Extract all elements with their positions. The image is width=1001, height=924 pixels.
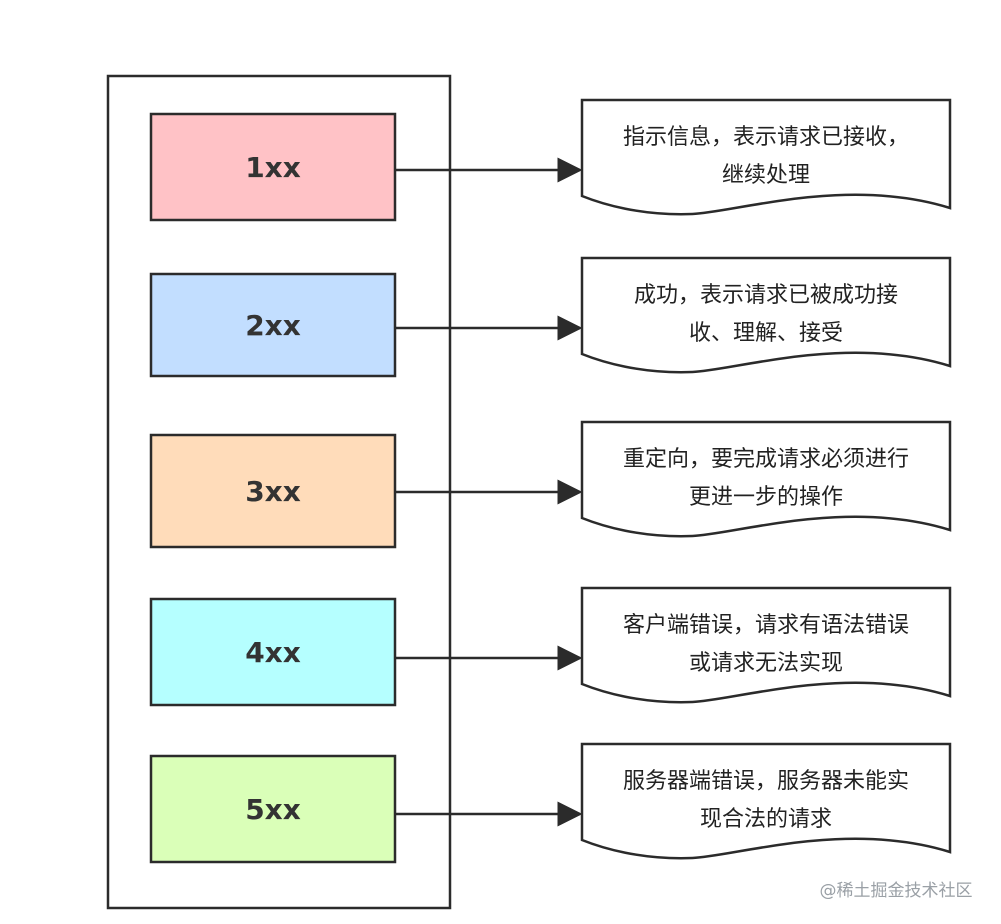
description-line: 客户端错误，请求有语法错误 [623,613,909,638]
description-line: 指示信息，表示请求已接收， [623,125,909,150]
description-line: 或请求无法实现 [689,651,843,676]
status-box-5xx [149,754,397,864]
status-row: 1xx 指示信息，表示请求已接收， 继续处理 [149,98,952,222]
description-line: 成功，表示请求已被成功接 [634,283,898,308]
status-label: 2xx [245,309,301,342]
status-box-4xx [149,597,397,707]
description-note [580,586,952,704]
description-line: 继续处理 [722,163,810,188]
status-box-3xx [149,433,397,549]
description-line: 重定向，要完成请求必须进行 [623,447,909,472]
status-label: 5xx [245,793,301,826]
description-note [580,256,952,374]
watermark: @稀土掘金技术社区 [820,881,973,901]
status-box-2xx [149,272,397,378]
description-line: 服务器端错误，服务器未能实 [623,769,909,794]
status-label: 4xx [245,636,301,669]
status-label: 1xx [245,151,301,184]
status-box-1xx [149,112,397,222]
description-line: 收、理解、接受 [689,321,843,346]
description-note [580,98,952,216]
description-line: 更进一步的操作 [689,485,843,510]
description-note [580,420,952,538]
status-label: 3xx [245,475,301,508]
description-line: 现合法的请求 [700,807,832,832]
description-note [580,742,952,860]
